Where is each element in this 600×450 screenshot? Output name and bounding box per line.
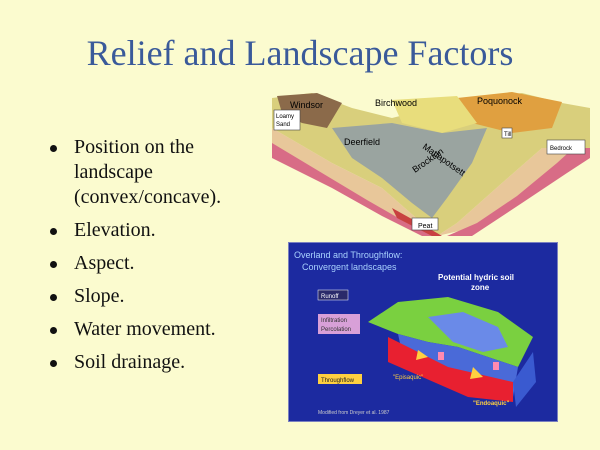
hydric-zone-line2: zone [471,283,490,292]
flow-title-line2: Convergent landscapes [302,262,397,272]
bullet-list: Position on the landscape (convex/concav… [48,135,268,383]
throughflow-label: Throughflow [321,378,355,384]
percolation-label: Percolation [321,327,351,333]
bullet-item: Elevation. [48,218,268,243]
loamy-label: Loamy [276,114,294,120]
bullet-item: Soil drainage. [48,350,268,375]
sand-label: Sand [276,122,290,128]
peat-label: Peat [418,223,432,230]
bullet-dot-icon [50,360,57,367]
bullet-item: Position on the landscape (convex/concav… [48,135,268,210]
bullet-item: Aspect. [48,251,268,276]
overland-throughflow-figure: Overland and Throughflow: Convergent lan… [288,242,558,422]
slide-title: Relief and Landscape Factors [86,33,514,73]
bullet-dot-icon [50,145,57,152]
endoaquic-label: "Endoaquic" [473,401,510,407]
figure-credit: Modified from Dreyer et al. 1987 [318,410,390,416]
deerfield-label: Deerfield [344,137,380,147]
bullet-dot-icon [50,261,57,268]
episaquic-label: "Episaquic" [393,375,423,381]
bullet-item: Slope. [48,284,268,309]
bullet-dot-icon [50,228,57,235]
poquonock-label: Poquonock [477,96,523,106]
infiltration-label: Infiltration [321,318,347,324]
bullet-item: Water movement. [48,317,268,342]
hydric-zone-line1: Potential hydric soil [438,273,514,282]
landscape-cross-section-figure: Windsor Birchwood Poquonock Deerfield Ma… [272,92,590,236]
windsor-label: Windsor [290,100,323,110]
birchwood-label: Birchwood [375,98,417,108]
bedrock-label: Bedrock [550,146,573,152]
bullet-dot-icon [50,327,57,334]
runoff-label: Runoff [321,294,339,300]
till-label: Till [504,132,511,138]
flow-title-line1: Overland and Throughflow: [294,250,402,260]
bullet-dot-icon [50,294,57,301]
